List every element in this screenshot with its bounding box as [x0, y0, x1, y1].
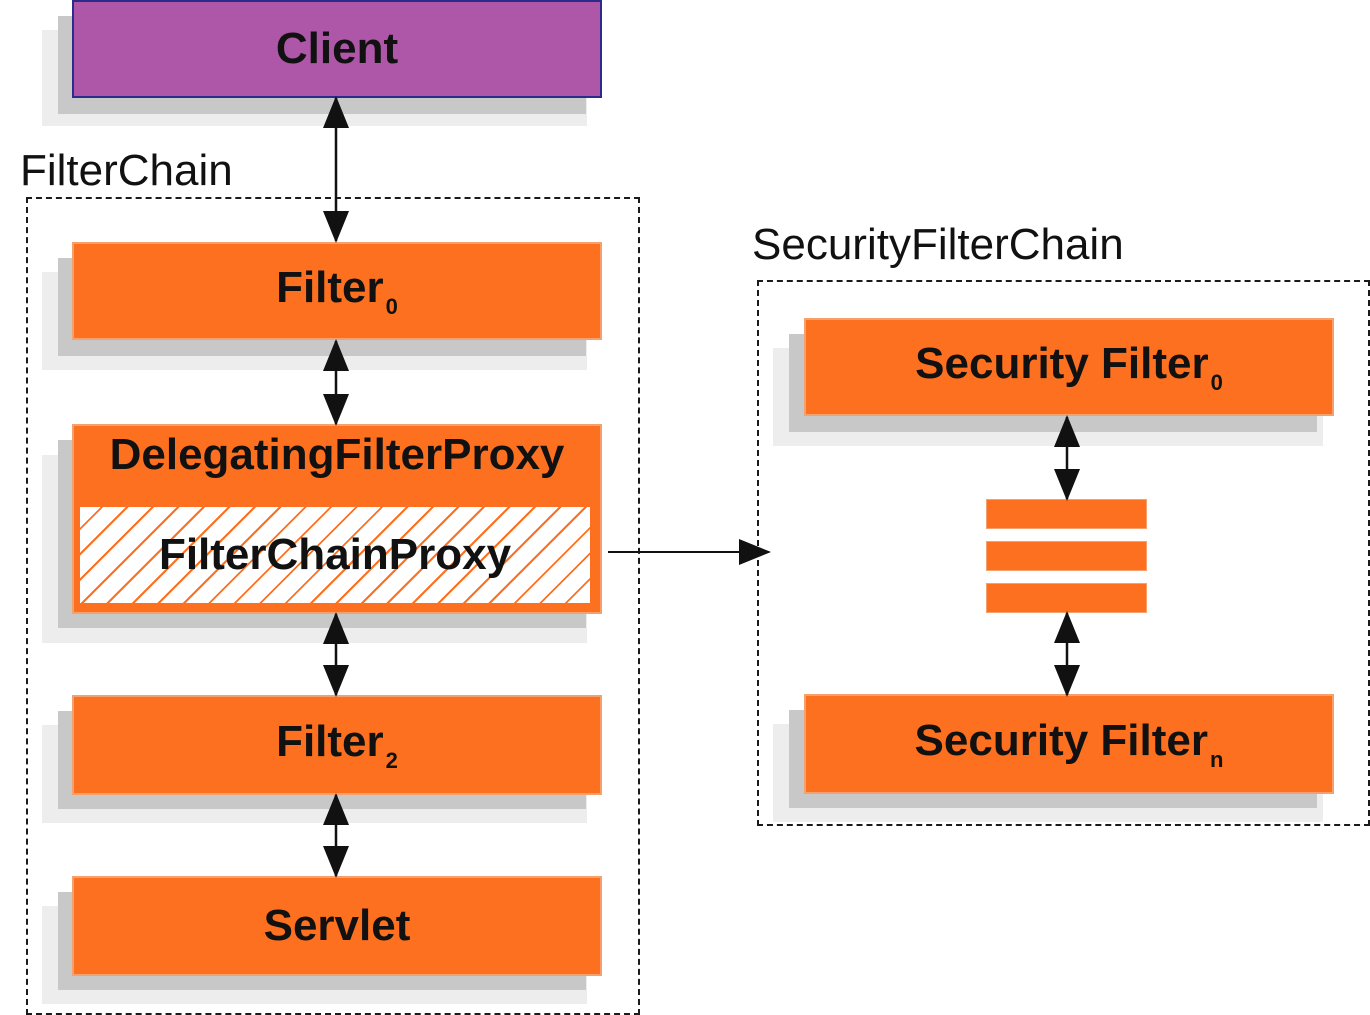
client-box: Client [72, 0, 602, 98]
filter-0-box: Filter0 [72, 242, 602, 340]
security-filter-n-label: Security Filtern [914, 715, 1224, 772]
filter-chain-proxy-box: FilterChainProxy [78, 505, 592, 605]
client-label: Client [275, 24, 399, 73]
filter-chain-label: FilterChain [20, 146, 233, 195]
security-filter-0-label: Security Filter0 [915, 338, 1223, 395]
filter-2-label: Filter2 [276, 716, 398, 773]
security-filter-chain-label: SecurityFilterChain [752, 220, 1124, 269]
security-filter-ellipsis-bar-2 [986, 541, 1147, 571]
filter-0-label: Filter0 [276, 262, 398, 319]
servlet-label: Servlet [263, 901, 411, 950]
security-filter-0-box: Security Filter0 [804, 318, 1334, 416]
filter-2-box: Filter2 [72, 695, 602, 795]
delegating-filter-proxy-label: DelegatingFilterProxy [109, 430, 565, 479]
filter-chain-proxy-label: FilterChainProxy [158, 530, 512, 579]
security-filter-ellipsis-bar-3 [986, 583, 1147, 613]
